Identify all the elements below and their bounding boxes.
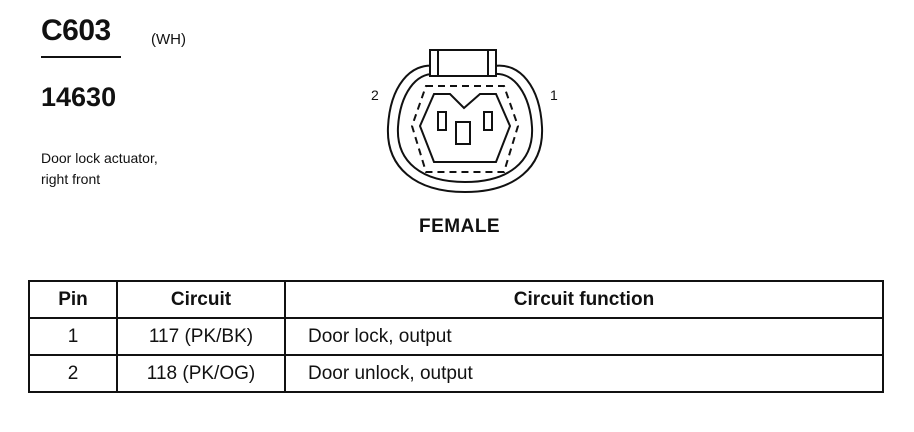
connector-id: C603 bbox=[41, 14, 111, 47]
connector-body bbox=[386, 49, 544, 194]
pin-table: Pin Circuit Circuit function 1 117 (PK/B… bbox=[28, 280, 884, 393]
header-circuit-function: Circuit function bbox=[284, 280, 884, 319]
cavity-outline bbox=[418, 93, 512, 163]
cell-circuit: 118 (PK/OG) bbox=[116, 354, 286, 393]
cell-circuit-function: Door lock, output bbox=[284, 317, 884, 356]
connector-description: Door lock actuator, right front bbox=[41, 148, 158, 190]
cell-circuit-function: Door unlock, output bbox=[284, 354, 884, 393]
seal-outline bbox=[410, 85, 520, 173]
inner-housing bbox=[396, 72, 534, 184]
cell-pin: 1 bbox=[28, 317, 118, 356]
description-line-2: right front bbox=[41, 171, 101, 187]
outer-housing bbox=[386, 64, 544, 194]
pin-label-right: 1 bbox=[550, 87, 558, 103]
cell-circuit: 117 (PK/BK) bbox=[116, 317, 286, 356]
connector-face-diagram bbox=[386, 49, 544, 194]
connector-color-code: (WH) bbox=[151, 31, 186, 48]
header-pin: Pin bbox=[28, 280, 118, 319]
description-line-1: Door lock actuator, bbox=[41, 150, 158, 166]
pin-label-left: 2 bbox=[371, 87, 379, 103]
table-row: 1 117 (PK/BK) Door lock, output bbox=[28, 317, 884, 356]
locking-tab bbox=[429, 49, 497, 77]
terminal-center bbox=[455, 121, 471, 145]
terminal-2 bbox=[437, 111, 447, 131]
terminal-1 bbox=[483, 111, 493, 131]
connector-gender-label: FEMALE bbox=[419, 216, 501, 237]
table-header-row: Pin Circuit Circuit function bbox=[28, 280, 884, 319]
connector-id-underline bbox=[41, 56, 121, 58]
header-circuit: Circuit bbox=[116, 280, 286, 319]
part-number: 14630 bbox=[41, 82, 117, 112]
cell-pin: 2 bbox=[28, 354, 118, 393]
table-row: 2 118 (PK/OG) Door unlock, output bbox=[28, 354, 884, 393]
